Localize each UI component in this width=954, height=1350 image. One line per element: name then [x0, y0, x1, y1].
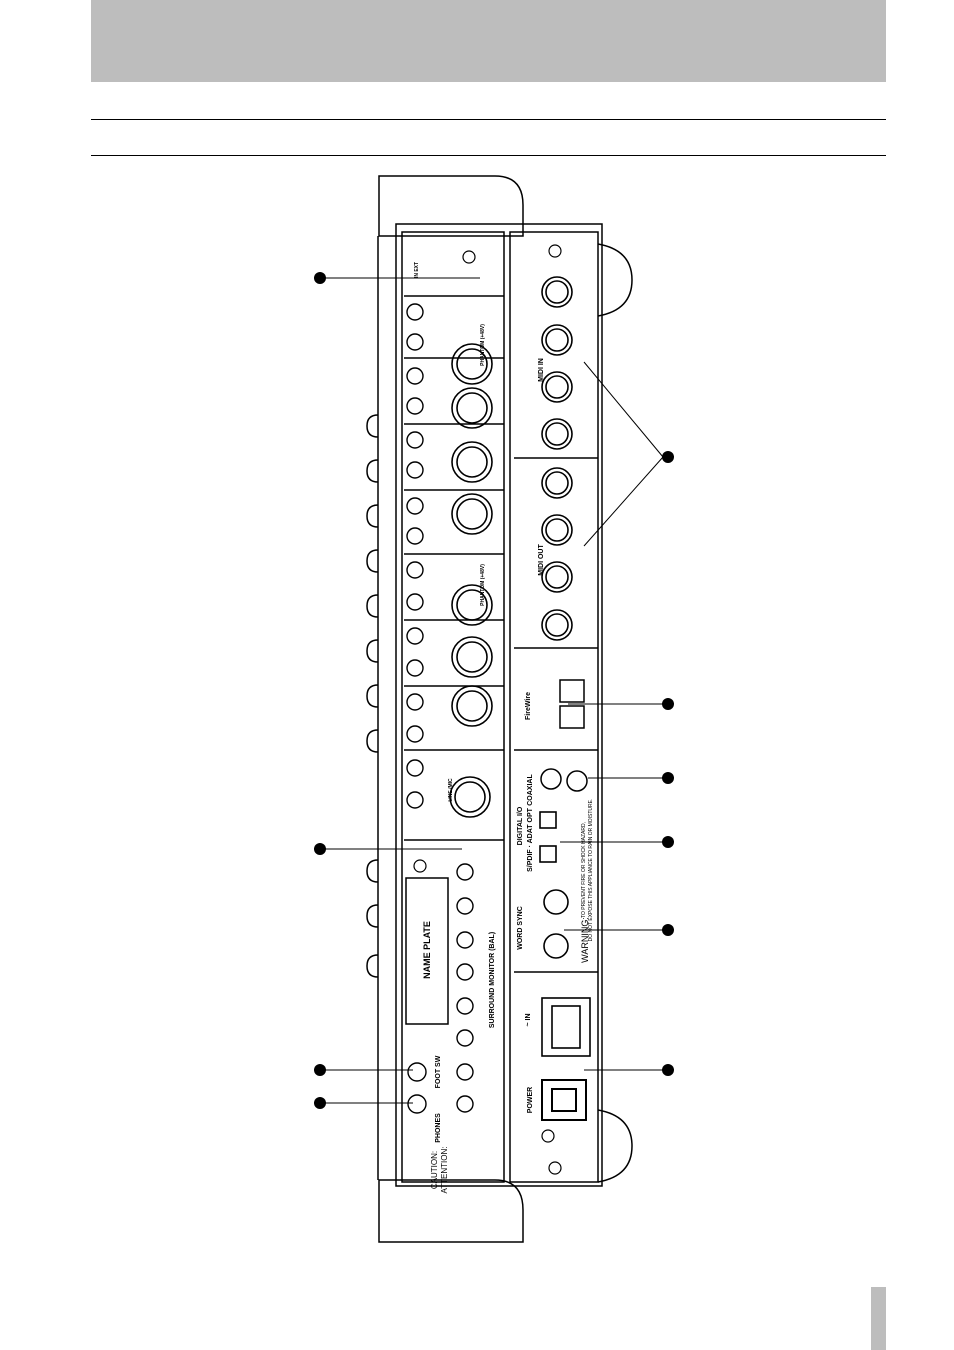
handle-bottom: [597, 1109, 633, 1183]
knob-bump: [366, 859, 379, 883]
foot-sw-label: FOOT SW: [435, 1055, 442, 1088]
analog-io-panel: [401, 231, 505, 1183]
knob-bump: [366, 684, 379, 708]
knob-bump: [366, 594, 379, 618]
knob-bump: [366, 414, 379, 438]
xlr-jacks: [449, 343, 493, 818]
rack-ear-top: [378, 175, 524, 237]
knob-bump: [366, 504, 379, 528]
midi-out-label: MIDI OUT: [538, 544, 545, 576]
phantom-5-8-label: PHANTOM (+48V): [480, 564, 486, 606]
digital-io-label: DIGITAL I/O: [517, 806, 524, 845]
power-label: POWER: [527, 1087, 534, 1113]
chassis-outline: [395, 223, 603, 1187]
panel-screws: [413, 244, 562, 1175]
ac-inlet: [541, 997, 591, 1057]
in-ext-label: IN EXT: [414, 262, 420, 278]
coaxial-jacks: [540, 768, 588, 792]
handle-top: [597, 243, 633, 317]
rear-panel-svg: NAME PLATE SURROUND MONITOR (BAL) FOOT S…: [314, 175, 674, 1243]
rack-ear-bottom: [378, 1179, 524, 1243]
line-mic-label: LINE /MIC: [448, 778, 454, 802]
midi-jacks: [541, 276, 573, 641]
word-sync-jacks: [543, 889, 569, 959]
digital-io-panel: [509, 231, 599, 1183]
header-rule-bottom: [91, 155, 886, 156]
firewire-ports: [559, 679, 585, 729]
firewire-label: FireWire: [525, 692, 532, 720]
callout-lines: [320, 277, 664, 1104]
warning-text-2: DO NOT EXPOSE THIS APPLIANCE TO RAIN OR …: [588, 799, 594, 942]
knob-bump: [366, 459, 379, 483]
trs-jacks: [406, 303, 474, 1114]
knob-bump: [366, 904, 379, 928]
knob-bump: [366, 729, 379, 753]
page-edge-tab: [871, 1287, 886, 1350]
phantom-1-4-label: PHANTOM (+48V): [480, 324, 486, 366]
name-plate: [405, 877, 449, 1025]
attention-label: ATTENTION:: [440, 1147, 449, 1194]
rear-panel-diagram: NAME PLATE SURROUND MONITOR (BAL) FOOT S…: [300, 170, 700, 1250]
name-plate-label: NAME PLATE: [422, 921, 432, 979]
caution-label: CAUTION:: [430, 1151, 439, 1189]
warning-text-1: TO PREVENT FIRE OR SHOCK HAZARD,: [581, 822, 587, 918]
knob-bump: [366, 639, 379, 663]
callout-markers: [314, 272, 674, 1109]
optical-ports: [539, 811, 557, 863]
opt-label: S/PDIF · ADAT OPT: [527, 807, 534, 872]
power-switch: [541, 1079, 587, 1121]
coaxial-label: COAXIAL: [527, 774, 534, 806]
warning-label: WARNING:: [580, 917, 590, 963]
phones-label: PHONES: [435, 1113, 442, 1143]
knob-bump: [366, 954, 379, 978]
word-sync-label: WORD SYNC: [517, 906, 524, 950]
header-rule-top: [91, 119, 886, 120]
surround-monitor-label: SURROUND MONITOR (BAL): [489, 932, 496, 1028]
ac-in-label: ~ IN: [525, 1013, 532, 1026]
chapter-header-band: [91, 0, 886, 82]
midi-in-label: MIDI IN: [538, 358, 545, 382]
knob-bump: [366, 549, 379, 573]
